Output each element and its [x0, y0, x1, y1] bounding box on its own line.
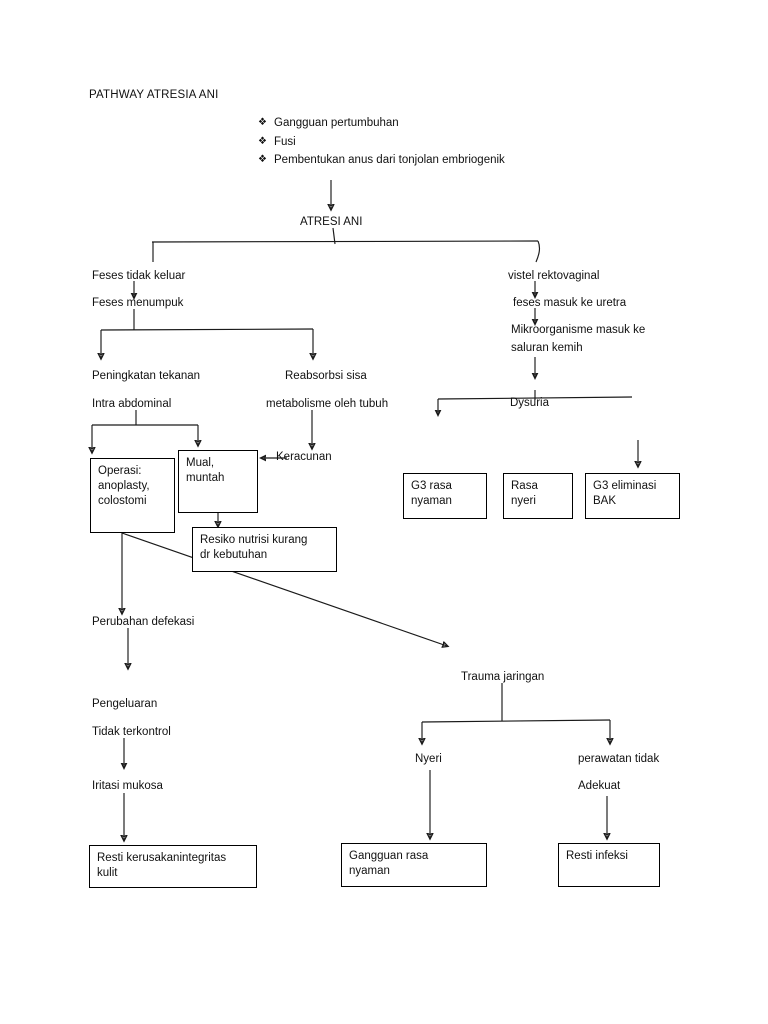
- node-atresi-ani: ATRESI ANI: [300, 216, 363, 228]
- box-g3-eliminasi-bak: G3 eliminasi BAK: [585, 473, 680, 519]
- cause-label: Fusi: [274, 136, 296, 148]
- cause-item-0: ❖ Gangguan pertumbuhan: [258, 116, 399, 130]
- node-perubahan-defekasi: Perubahan defekasi: [92, 616, 195, 628]
- node-saluran-kemih: saluran kemih: [511, 342, 583, 354]
- node-metabolisme-oleh-tubuh: metabolisme oleh tubuh: [266, 398, 389, 410]
- node-feses-masuk-ke-uretra: feses masuk ke uretra: [513, 297, 627, 309]
- node-mikroorganisme-masuk-ke: Mikroorganisme masuk ke: [511, 324, 646, 336]
- cause-item-2: ❖ Pembentukan anus dari tonjolan embriog…: [258, 153, 505, 167]
- node-pengeluaran: Pengeluaran: [92, 698, 158, 710]
- node-intra-abdominal: Intra abdominal: [92, 398, 172, 410]
- node-nyeri: Nyeri: [415, 753, 442, 765]
- box-rasa-nyeri: Rasa nyeri: [503, 473, 573, 519]
- node-dysuria: Dysuria: [510, 397, 549, 409]
- node-keracunan: Keracunan: [276, 451, 332, 463]
- cause-label: Gangguan pertumbuhan: [274, 117, 399, 129]
- box-gangguan-rasa-nyaman: Gangguan rasa nyaman: [341, 843, 487, 887]
- box-mual-muntah: Mual, muntah: [178, 450, 258, 513]
- node-peningkatan-tekanan: Peningkatan tekanan: [92, 370, 201, 382]
- node-iritasi-mukosa: Iritasi mukosa: [92, 780, 163, 792]
- node-adekuat: Adekuat: [578, 780, 621, 792]
- box-resti-infeksi: Resti infeksi: [558, 843, 660, 887]
- diamond-bullet-icon: ❖: [258, 136, 267, 147]
- diamond-bullet-icon: ❖: [258, 117, 267, 128]
- box-g3-rasa-nyaman: G3 rasa nyaman: [403, 473, 487, 519]
- cause-label: Pembentukan anus dari tonjolan embriogen…: [274, 154, 505, 166]
- box-operasi: Operasi: anoplasty, colostomi: [90, 458, 175, 533]
- cause-item-1: ❖ Fusi: [258, 135, 296, 149]
- node-vistel-rektovaginal: vistel rektovaginal: [508, 270, 600, 282]
- node-perawatan-tidak: perawatan tidak: [578, 753, 660, 765]
- page-title: PATHWAY ATRESIA ANI: [89, 89, 219, 101]
- node-trauma-jaringan: Trauma jaringan: [461, 671, 545, 683]
- box-resti-kerusakan-integritas-kulit: Resti kerusakanintegritas kulit: [89, 845, 257, 888]
- box-resiko-nutrisi: Resiko nutrisi kurang dr kebutuhan: [192, 527, 337, 572]
- node-feses-menumpuk: Feses menumpuk: [92, 297, 184, 309]
- node-feses-tidak-keluar: Feses tidak keluar: [92, 270, 186, 282]
- node-reabsorbsi-sisa: Reabsorbsi sisa: [285, 370, 367, 382]
- diamond-bullet-icon: ❖: [258, 154, 267, 165]
- node-tidak-terkontrol: Tidak terkontrol: [92, 726, 171, 738]
